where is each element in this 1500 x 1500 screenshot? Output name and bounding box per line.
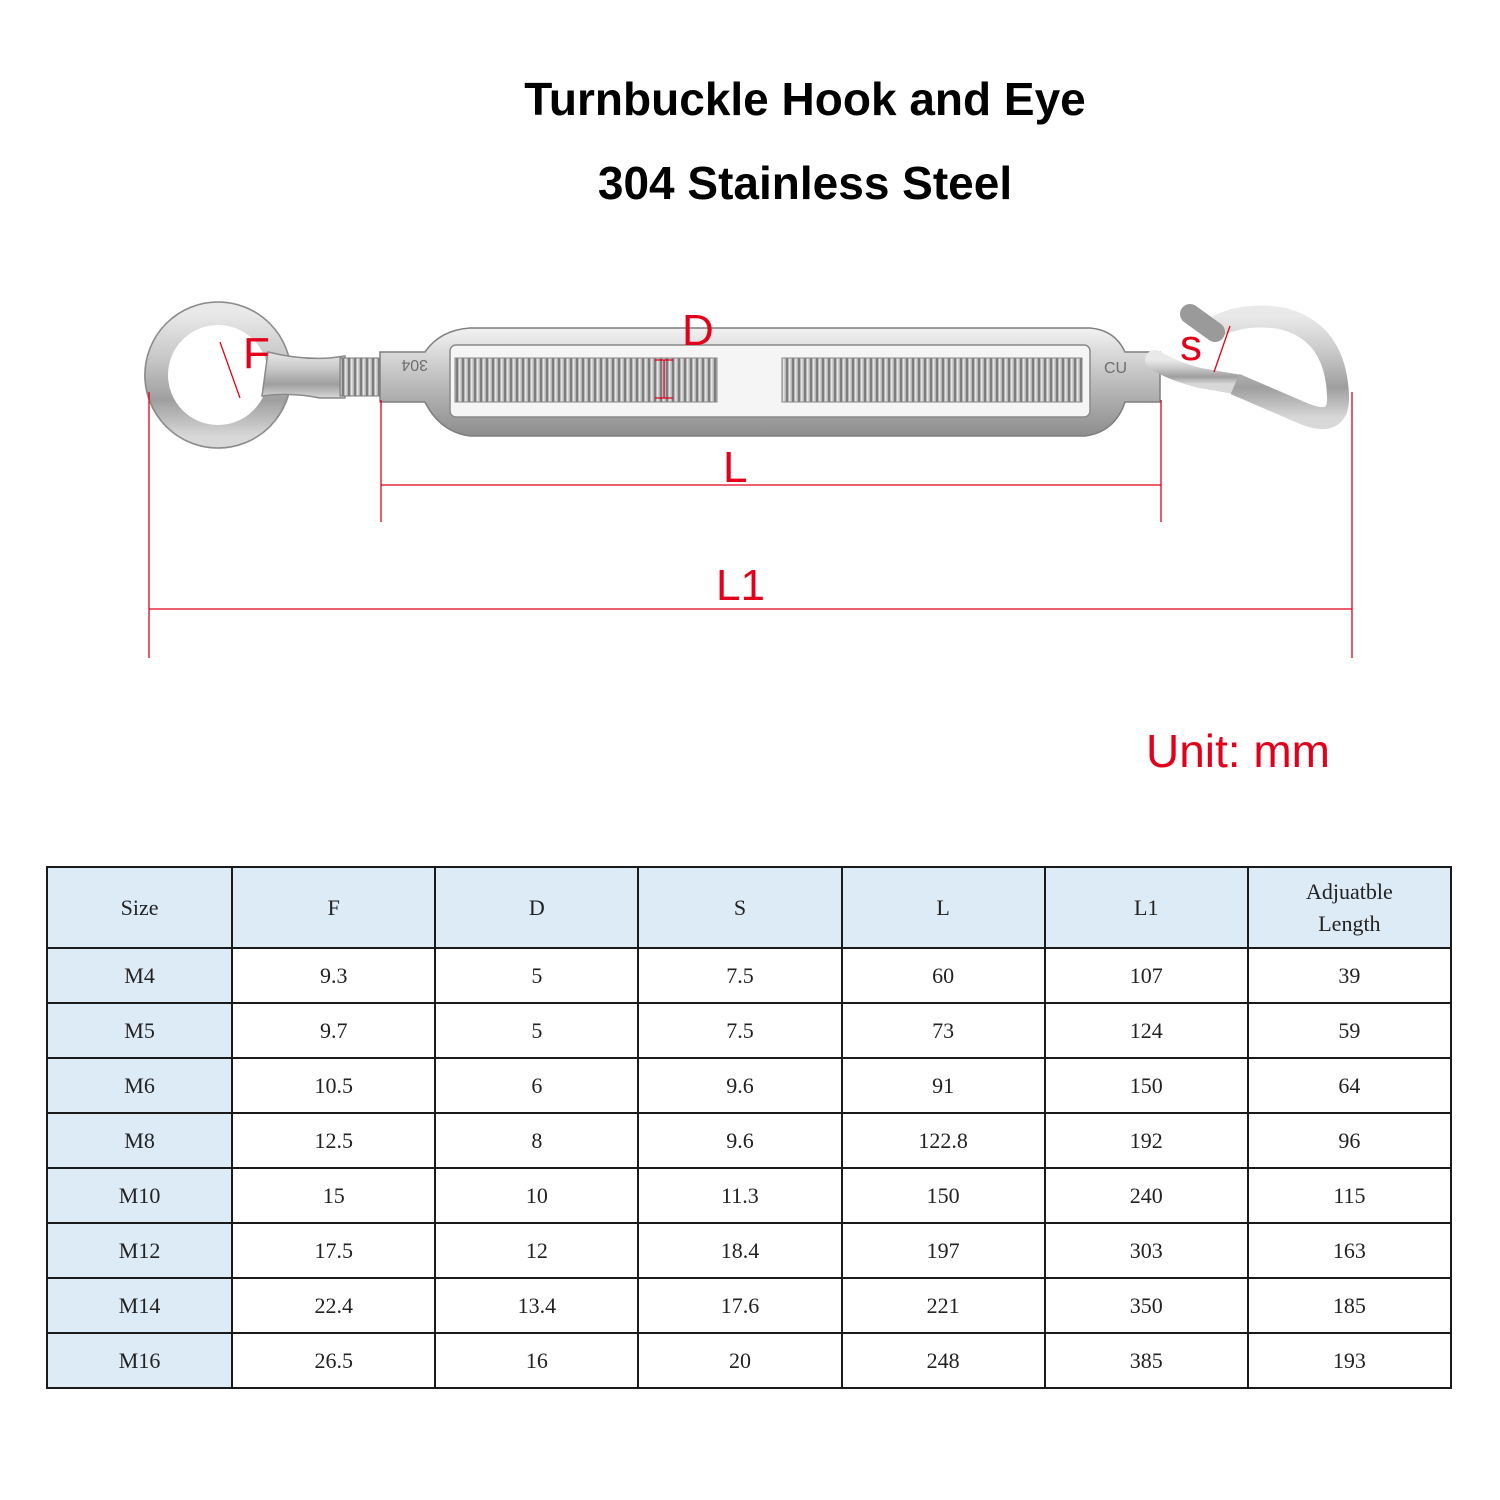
- value-cell: 10.5: [231, 1057, 437, 1114]
- value-cell: 8: [434, 1112, 640, 1169]
- size-cell: M8: [45, 1112, 234, 1169]
- header-d: D: [434, 866, 640, 949]
- value-cell: 17.6: [637, 1277, 843, 1334]
- size-cell: M14: [45, 1277, 234, 1334]
- value-cell: 7.5: [637, 1002, 843, 1059]
- value-cell: 11.3: [637, 1167, 843, 1224]
- value-cell: 9.7: [231, 1002, 437, 1059]
- value-cell: 240: [1043, 1167, 1249, 1224]
- value-cell: 10: [434, 1167, 640, 1224]
- value-cell: 163: [1246, 1222, 1453, 1279]
- value-cell: 185: [1246, 1277, 1453, 1334]
- size-cell: M10: [45, 1167, 234, 1224]
- value-cell: 9.6: [637, 1057, 843, 1114]
- value-cell: 12.5: [231, 1112, 437, 1169]
- value-cell: 13.4: [434, 1277, 640, 1334]
- size-cell: M12: [45, 1222, 234, 1279]
- hook-end: [1145, 304, 1350, 430]
- value-cell: 124: [1043, 1002, 1249, 1059]
- turnbuckle-diagram: 304 CU F D s L L1: [144, 301, 1353, 658]
- value-cell: 9.6: [637, 1112, 843, 1169]
- l-label: L: [723, 443, 747, 492]
- value-cell: 5: [434, 947, 640, 1004]
- dimension-lines: [148, 325, 1353, 658]
- size-cell: M16: [45, 1332, 234, 1389]
- value-cell: 16: [434, 1332, 640, 1389]
- value-cell: 221: [840, 1277, 1046, 1334]
- size-cell: M4: [45, 947, 234, 1004]
- value-cell: 91: [840, 1057, 1046, 1114]
- value-cell: 39: [1246, 947, 1453, 1004]
- value-cell: 18.4: [637, 1222, 843, 1279]
- header-adjustable-length: Adjuatble Length: [1246, 866, 1453, 949]
- body-mark-right: CU: [1104, 360, 1127, 377]
- value-cell: 122.8: [840, 1112, 1046, 1169]
- value-cell: 73: [840, 1002, 1046, 1059]
- size-cell: M6: [45, 1057, 234, 1114]
- value-cell: 5: [434, 1002, 640, 1059]
- value-cell: 20: [637, 1332, 843, 1389]
- table-header-row: Size F D S L L1 Adjuatble Length: [45, 866, 1453, 949]
- page-subtitle: 304 Stainless Steel: [597, 157, 1013, 209]
- value-cell: 12: [434, 1222, 640, 1279]
- l1-label: L1: [716, 561, 765, 610]
- value-cell: 17.5: [231, 1222, 437, 1279]
- value-cell: 248: [840, 1332, 1046, 1389]
- d-label: D: [682, 306, 714, 355]
- turnbuckle-body: 304 CU: [379, 327, 1161, 437]
- value-cell: 192: [1043, 1112, 1249, 1169]
- value-cell: 115: [1246, 1167, 1453, 1224]
- value-cell: 15: [231, 1167, 437, 1224]
- value-cell: 193: [1246, 1332, 1453, 1389]
- value-cell: 150: [840, 1167, 1046, 1224]
- header-l1: L1: [1043, 866, 1249, 949]
- value-cell: 350: [1043, 1277, 1249, 1334]
- value-cell: 60: [840, 947, 1046, 1004]
- s-dimension-line: [1213, 325, 1231, 373]
- value-cell: 385: [1043, 1332, 1249, 1389]
- value-cell: 9.3: [231, 947, 437, 1004]
- header-size: Size: [45, 866, 234, 949]
- s-label: s: [1180, 321, 1202, 370]
- header-s: S: [637, 866, 843, 949]
- value-cell: 64: [1246, 1057, 1453, 1114]
- eye-end: [144, 301, 383, 449]
- unit-label: Unit: mm: [1146, 725, 1330, 777]
- value-cell: 7.5: [637, 947, 843, 1004]
- value-cell: 6: [434, 1057, 640, 1114]
- header-l: L: [840, 866, 1046, 949]
- value-cell: 150: [1043, 1057, 1249, 1114]
- value-cell: 22.4: [231, 1277, 437, 1334]
- value-cell: 26.5: [231, 1332, 437, 1389]
- value-cell: 96: [1246, 1112, 1453, 1169]
- value-cell: 197: [840, 1222, 1046, 1279]
- value-cell: 107: [1043, 947, 1249, 1004]
- value-cell: 59: [1246, 1002, 1453, 1059]
- body-mark-left: 304: [401, 356, 428, 373]
- value-cell: 303: [1043, 1222, 1249, 1279]
- f-dimension-line: [219, 341, 241, 399]
- size-cell: M5: [45, 1002, 234, 1059]
- header-adjustable-length-text: Adjuatble Length: [1306, 878, 1393, 936]
- page-title: Turnbuckle Hook and Eye: [524, 73, 1086, 125]
- header-f: F: [231, 866, 437, 949]
- f-label: F: [243, 329, 270, 378]
